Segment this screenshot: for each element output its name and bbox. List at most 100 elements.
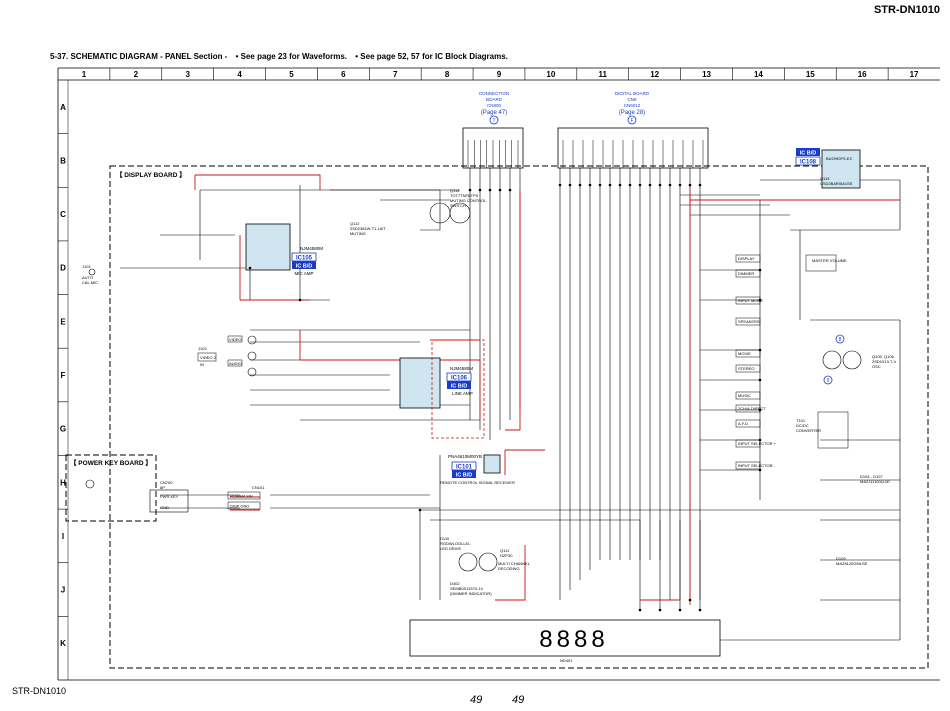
svg-text:DIGITAL BOARD: DIGITAL BOARD (615, 91, 650, 96)
junction-dot (758, 348, 762, 352)
junction-dot (758, 268, 762, 272)
svg-text:T101: T101 (796, 418, 806, 423)
switch-box: MUSIC (735, 391, 761, 400)
column-ticks (109, 68, 889, 80)
svg-text:DECODING: DECODING (498, 566, 520, 571)
svg-text:9: 9 (827, 378, 830, 384)
svg-text:OSC: OSC (872, 364, 881, 369)
row-label: I (62, 532, 64, 541)
svg-text:BU2090FS-E2: BU2090FS-E2 (826, 156, 853, 161)
junction-dot (248, 266, 252, 270)
display-board-label: 【 DISPLAY BOARD 】 (116, 171, 186, 179)
j101-jack: J101 AUTO CAL MIC (82, 264, 98, 285)
svg-text:D104 - D107: D104 - D107 (860, 474, 883, 479)
svg-text:DISPLAY: DISPLAY (738, 256, 755, 261)
junction-dot (628, 183, 632, 187)
digital-board: DIGITAL BOARD CN6 CN6012 (Page 28) F (615, 91, 650, 125)
svg-text:2CH/A.DIRECT: 2CH/A.DIRECT (738, 406, 766, 411)
vfd-display: 8888 ND401 (409, 619, 721, 663)
svg-text:MUSIC: MUSIC (738, 393, 751, 398)
junction-dot (638, 183, 642, 187)
junction-dot (758, 438, 762, 442)
svg-text:TOT7TNFBTP5: TOT7TNFBTP5 (450, 193, 479, 198)
svg-text:BOARD: BOARD (486, 97, 503, 102)
svg-text:MUTING: MUTING (350, 231, 366, 236)
svg-text:IC108: IC108 (800, 160, 817, 166)
junction-dot (558, 183, 562, 187)
svg-text:SPEAKERS: SPEAKERS (738, 319, 760, 324)
row-label: J (61, 586, 65, 595)
power-key-board-label: 【 POWER KEY BOARD 】 (70, 459, 152, 467)
svg-text:CN6012: CN6012 (624, 103, 641, 108)
svg-text:(Page 28): (Page 28) (619, 110, 645, 116)
svg-text:POWER SW: POWER SW (230, 494, 253, 499)
video-audio-jacks: J102 VIDEO 2 IN VIDEO AUDIO (197, 335, 257, 377)
note-block-diagrams: • See page 52, 57 for IC Block Diagrams. (355, 52, 508, 61)
model-title-bottom: STR-DN1010 (12, 686, 67, 696)
svg-text:D109: D109 (836, 556, 846, 561)
svg-text:HZP30: HZP30 (500, 553, 513, 558)
svg-text:D110: D110 (440, 536, 450, 541)
digital-pins (562, 140, 704, 168)
row-label: B (60, 156, 66, 165)
junction-dot (658, 608, 662, 612)
svg-text:VIDEO 2: VIDEO 2 (200, 355, 217, 360)
svg-text:MULTI CHANNEL: MULTI CHANNEL (498, 561, 531, 566)
svg-text:LED DRIVE: LED DRIVE (440, 546, 461, 551)
connection-board: CONNECTION BOARD CN800 (Page 47) T (479, 91, 509, 125)
svg-text:CN101: CN101 (252, 485, 265, 490)
component-labels: Q114 TOT7TNFBTP5 MUTING CONTROL SWITCH Q… (350, 176, 897, 596)
power-key-connector: CN700 6P PWR KEY GND POWER SW DISP GND C… (85, 479, 265, 513)
junction-dot (678, 608, 682, 612)
svg-text:IC106: IC106 (451, 376, 468, 382)
switch-box: INPUT SELECTOR + (735, 439, 777, 448)
svg-text:AUDIO: AUDIO (229, 361, 242, 366)
svg-text:NJM4580M: NJM4580M (450, 366, 473, 371)
column-label: 12 (650, 70, 659, 79)
junction-dot (688, 598, 692, 602)
junction-dot (668, 183, 672, 187)
junction-dot (608, 183, 612, 187)
ic106: NJM4580M IC106 IC B/D LINE AMP (399, 357, 473, 409)
row-label: D (60, 264, 66, 273)
svg-text:AUTO: AUTO (82, 275, 93, 280)
junction-dot (678, 183, 682, 187)
column-label: 6 (341, 70, 346, 79)
junction-dot (498, 188, 502, 192)
svg-text:D402: D402 (450, 581, 460, 586)
svg-text:(DIMMER INDICATOR): (DIMMER INDICATOR) (450, 591, 492, 596)
svg-text:INPUT SELECTOR -: INPUT SELECTOR - (738, 463, 776, 468)
junction-dot (638, 608, 642, 612)
svg-text:J101: J101 (82, 264, 91, 269)
svg-text:Q114: Q114 (450, 188, 460, 193)
junction-dot (758, 468, 762, 472)
svg-text:SWITCH: SWITCH (450, 203, 466, 208)
svg-text:A.F.D.: A.F.D. (738, 421, 749, 426)
connection-pins (467, 140, 519, 168)
row-label: A (60, 103, 66, 112)
column-label: 7 (393, 70, 398, 79)
column-label: 16 (858, 70, 867, 79)
column-label: 9 (497, 70, 502, 79)
title-main: 5-37. SCHEMATIC DIAGRAM - PANEL Section … (50, 52, 228, 61)
svg-text:MIC AMP: MIC AMP (294, 271, 313, 276)
svg-text:PWR KEY: PWR KEY (160, 494, 179, 499)
svg-text:IC B/D: IC B/D (800, 151, 817, 157)
svg-text:Q112: Q112 (350, 221, 360, 226)
junction-dot (758, 378, 762, 382)
svg-text:Q111: Q111 (500, 548, 510, 553)
svg-text:8: 8 (839, 337, 842, 343)
ic106-dashed-area (431, 339, 485, 439)
svg-text:IC B/D: IC B/D (296, 264, 313, 270)
svg-text:CSD2BAR/5A1SS: CSD2BAR/5A1SS (820, 181, 853, 186)
svg-text:CN6: CN6 (627, 97, 636, 102)
svg-text:CN700: CN700 (160, 480, 173, 485)
switch-box: DISPLAY (735, 254, 761, 263)
svg-text:ND401: ND401 (560, 658, 573, 663)
grid-frame (57, 67, 940, 681)
row-label: E (60, 317, 66, 326)
junction-dot (468, 188, 472, 192)
switch-box: A.F.D. (735, 419, 761, 428)
